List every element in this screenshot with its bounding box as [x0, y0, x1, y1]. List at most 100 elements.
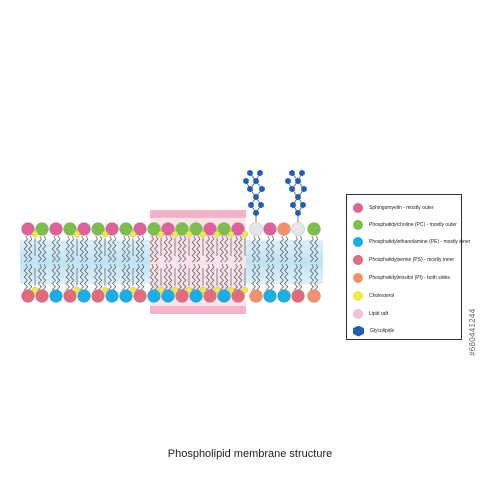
glycan-sugar-hexagon	[243, 177, 249, 185]
lipid-tail	[191, 235, 196, 263]
lipid-tail	[37, 235, 42, 263]
lipid-tail	[279, 263, 284, 291]
lipid-tail	[79, 263, 84, 291]
lipid-tail	[210, 235, 215, 263]
lipid-tail	[28, 263, 33, 291]
phospholipid-head-inner	[277, 289, 291, 303]
phospholipid-head-inner	[105, 289, 119, 303]
cholesterol-head	[227, 230, 235, 238]
lipid-tail	[224, 235, 229, 263]
lipid-tail	[284, 235, 289, 263]
phospholipid-head-inner	[49, 289, 63, 303]
lipid-tail	[177, 235, 182, 263]
cholesterol-head	[101, 286, 109, 294]
phospholipid-head-outer	[49, 222, 63, 236]
phospholipid-head-inner	[249, 289, 263, 303]
cholesterol-head	[171, 230, 179, 238]
lipid-tail	[70, 235, 75, 263]
circle-swatch-icon	[353, 273, 363, 283]
legend-label: Phosphatidylinositol (PI) - both sides	[369, 275, 450, 281]
phospholipid-head-inner	[77, 289, 91, 303]
glycan-sugar-hexagon	[248, 201, 254, 209]
lipid-tail	[309, 263, 314, 291]
glycan-sugar-hexagon	[253, 193, 259, 201]
glycan-sugar-hexagon	[289, 185, 295, 193]
lipid-tail	[84, 263, 89, 291]
lipid-tail	[140, 263, 145, 291]
legend-item: Sphingomyelin - mostly outer	[347, 200, 463, 216]
glycan-sugar-hexagon	[295, 177, 301, 185]
lipid-tail	[42, 263, 47, 291]
phospholipid-head-outer	[175, 222, 189, 236]
glycan-sugar-hexagon	[253, 177, 259, 185]
lipid-tail	[205, 235, 210, 263]
phospholipid-head-inner	[35, 289, 49, 303]
phospholipid-head-outer	[277, 222, 291, 236]
glycan-sugar-hexagon	[247, 185, 253, 193]
circle-swatch-icon	[353, 220, 363, 230]
lipid-tail	[238, 263, 243, 291]
phospholipid-head-outer	[161, 222, 175, 236]
lipid-tail	[121, 235, 126, 263]
glycan-sugar-hexagon	[259, 185, 265, 193]
cholesterol-head	[129, 230, 137, 238]
lipid-tail	[284, 263, 289, 291]
phospholipid-head-outer	[291, 222, 305, 236]
lipid-tail	[112, 263, 117, 291]
lipid-tail	[42, 235, 47, 263]
cholesterol-head	[73, 230, 81, 238]
lipid-tail	[293, 263, 298, 291]
phospholipid-head-inner	[175, 289, 189, 303]
legend-item: Lipid raft	[347, 306, 463, 322]
lipid-raft-band-bottom	[150, 306, 246, 314]
cholesterol-head	[185, 230, 193, 238]
lipid-tail	[309, 235, 314, 263]
lipid-tail	[251, 235, 256, 263]
lipid-tail	[233, 235, 238, 263]
stock-image-id: #680441244	[468, 308, 477, 357]
phospholipid-head-inner	[21, 289, 35, 303]
lipid-tail	[121, 263, 126, 291]
lipid-tail	[135, 235, 140, 263]
lipid-tail	[219, 263, 224, 291]
cholesterol-head	[171, 286, 179, 294]
lipid-tail	[23, 235, 28, 263]
lipid-tail	[154, 235, 159, 263]
phospholipid-head-outer	[147, 222, 161, 236]
lipid-tail	[168, 235, 173, 263]
legend-label: Phosphatidylcholine (PC) - mostly outer	[369, 222, 457, 228]
glycan-sugar-hexagon	[300, 201, 306, 209]
lipid-tail	[233, 263, 238, 291]
lipid-tail	[279, 235, 284, 263]
phospholipid-head-outer	[105, 222, 119, 236]
phospholipid-head-outer	[133, 222, 147, 236]
lipid-tail	[196, 235, 201, 263]
cholesterol-head	[199, 286, 207, 294]
phospholipid-head-outer	[77, 222, 91, 236]
lipid-tail	[65, 263, 70, 291]
lipid-tail	[298, 235, 303, 263]
lipid-tail	[65, 235, 70, 263]
lipid-tail	[314, 235, 319, 263]
lipid-tail	[56, 235, 61, 263]
legend-item: Phosphatidylethanolamine (PE) - mostly i…	[347, 234, 470, 250]
phospholipid-head-inner	[119, 289, 133, 303]
glycan-sugar-hexagon	[299, 169, 305, 177]
diagram-caption: Phospholipid membrane structure	[167, 448, 333, 460]
lipid-tail	[154, 263, 159, 291]
lipid-tail	[140, 235, 145, 263]
lipid-tail	[98, 235, 103, 263]
lipid-tail	[191, 263, 196, 291]
lipid-tail	[93, 263, 98, 291]
legend-label: Glycolipids	[370, 328, 395, 334]
lipid-tail	[224, 263, 229, 291]
phospholipid-head-outer	[263, 222, 277, 236]
lipid-tail	[56, 263, 61, 291]
lipid-tail	[256, 235, 261, 263]
lipid-tail	[112, 235, 117, 263]
cholesterol-head	[157, 286, 165, 294]
lipid-tail	[314, 263, 319, 291]
lipid-tail	[196, 263, 201, 291]
lipid-tail	[219, 235, 224, 263]
